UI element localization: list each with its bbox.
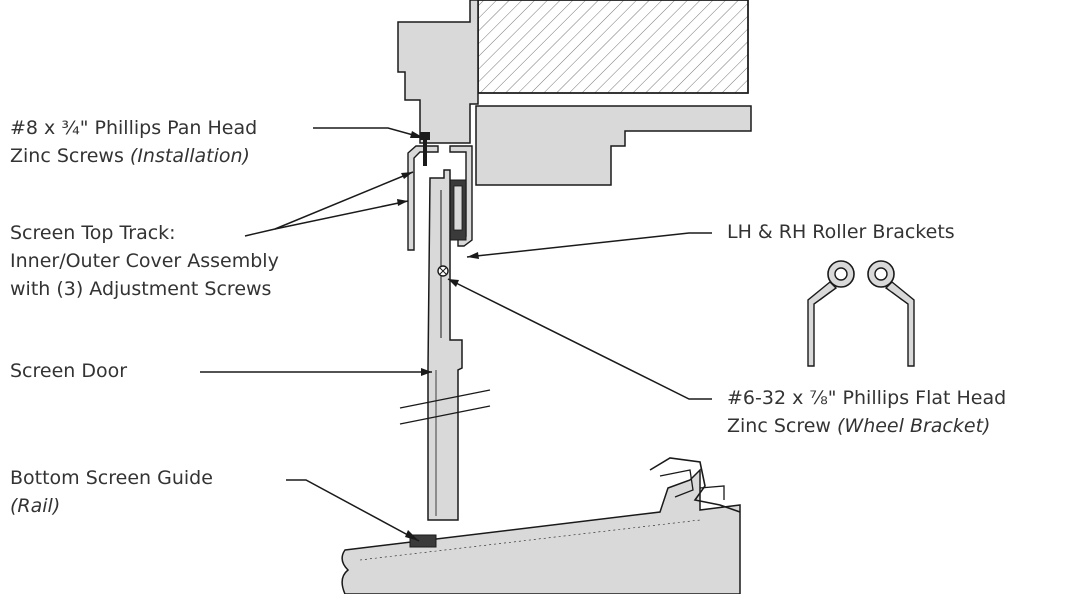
label-roller-brackets: LH & RH Roller Brackets (727, 221, 955, 243)
label-pan-head-screws-note: (Installation) (129, 145, 250, 167)
leader-top-track-lower (274, 200, 409, 230)
screen-top-track (407, 145, 473, 251)
arrowhead-top-track-lower (397, 199, 408, 206)
leader-roller-brackets (466, 232, 712, 258)
label-top-track: Screen Top Track: Inner/Outer Cover Asse… (10, 219, 279, 303)
head-sill (475, 105, 752, 186)
label-flat-head-screw-line1: #6-32 x ⅞" Phillips Flat Head (727, 387, 1007, 409)
label-bottom-guide-line2: (Rail) (10, 495, 61, 517)
arrowhead-pan-head (410, 131, 424, 138)
label-bottom-guide-line1: Bottom Screen Guide (10, 467, 213, 489)
label-top-track-line2: Inner/Outer Cover Assembly (10, 250, 279, 272)
leader-pan-head-screws (313, 127, 425, 139)
arrowhead-flat-head (448, 279, 459, 287)
screen-door-rail (427, 169, 463, 521)
top-frame-jamb (397, 0, 479, 144)
left-roller-bracket (807, 260, 855, 367)
arrowhead-roller-brackets (467, 252, 479, 259)
label-screen-door: Screen Door (10, 360, 128, 382)
label-top-track-line3: with (3) Adjustment Screws (10, 278, 272, 300)
hatched-wall-section (477, 0, 749, 94)
bottom-screen-guide-rail (341, 457, 741, 594)
leader-lines (200, 127, 712, 542)
label-flat-head-screw-line2: Zinc Screw (727, 415, 837, 437)
label-pan-head-screws-line1: #8 x ¾" Phillips Pan Head (10, 117, 258, 139)
arrowhead-bottom-guide (405, 530, 419, 541)
label-top-track-line1: Screen Top Track: (10, 222, 176, 244)
leader-flat-head-screw (447, 278, 712, 400)
right-roller-bracket (867, 260, 915, 367)
label-bottom-guide: Bottom Screen Guide (Rail) (10, 464, 213, 520)
label-flat-head-screw: #6-32 x ⅞" Phillips Flat Head Zinc Screw… (727, 384, 1006, 440)
leader-bottom-guide (286, 479, 420, 542)
label-pan-head-screws: #8 x ¾" Phillips Pan Head Zinc Screws (I… (10, 114, 257, 170)
label-pan-head-screws-line2: Zinc Screws (10, 145, 130, 167)
pan-head-screw (420, 132, 430, 166)
arrowhead-screen-door (421, 368, 432, 376)
arrowhead-top-track-upper (401, 172, 413, 179)
break-marks (399, 389, 491, 425)
wheel-bracket-screw (437, 265, 449, 277)
leader-arrowheads (397, 131, 479, 541)
label-flat-head-screw-note: (Wheel Bracket) (837, 415, 991, 437)
